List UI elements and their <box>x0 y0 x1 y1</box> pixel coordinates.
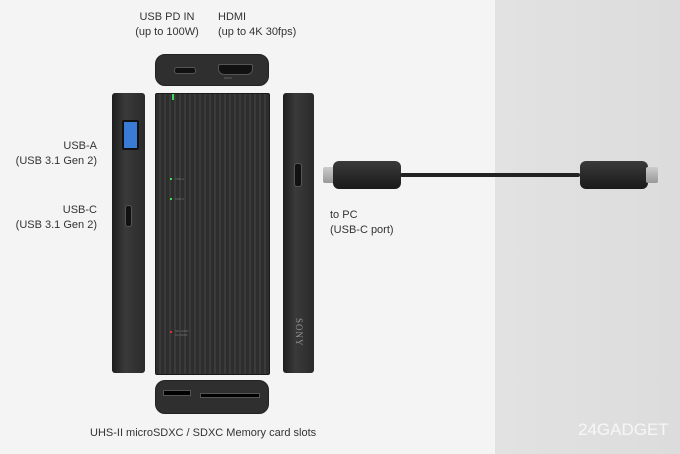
cable-wire <box>400 173 580 177</box>
bottom-edge-view <box>155 380 269 414</box>
sd-access-label: SD CARD ACCESS <box>175 329 189 337</box>
usb-a-port <box>122 120 139 150</box>
hdmi-marking: HDMI <box>224 76 232 80</box>
hdmi-port <box>218 64 253 75</box>
usb-a-led <box>170 178 172 180</box>
sd-slot <box>200 393 260 398</box>
usb-pd-in-detail: (up to 100W) <box>135 26 199 38</box>
left-plug-tip <box>323 167 335 183</box>
left-side-view <box>112 93 145 373</box>
usb-a-label: USB-A (USB 3.1 Gen 2) <box>16 139 97 169</box>
left-connector <box>333 161 401 189</box>
usb-a-title: USB-A <box>63 140 97 152</box>
device-body: USB-A USB-C SD CARD ACCESS <box>155 93 270 375</box>
to-pc-title: to PC <box>330 209 358 221</box>
usb-c-label: USB-C (USB 3.1 Gen 2) <box>16 203 97 233</box>
hdmi-label: HDMI (up to 4K 30fps) <box>218 10 296 40</box>
right-background <box>495 0 680 454</box>
usb-c-host-port <box>294 163 302 187</box>
usb-c-detail: (USB 3.1 Gen 2) <box>15 219 97 231</box>
usb-a-indicator-label: USB-A <box>175 177 185 181</box>
card-slots-label: UHS-II microSDXC / SDXC Memory card slot… <box>90 427 317 439</box>
right-connector <box>580 161 648 189</box>
usb-pd-in-title: USB PD IN <box>139 11 195 23</box>
to-pc-detail: (USB-C port) <box>330 224 394 236</box>
usb-c-indicator-label: USB-C <box>175 197 185 201</box>
right-side-view: SONY <box>283 93 314 373</box>
top-edge-view: HDMI <box>155 54 269 86</box>
usb-pd-in-label: USB PD IN (up to 100W) <box>115 10 219 40</box>
microsd-slot <box>163 390 191 396</box>
hdmi-title: HDMI <box>218 11 247 23</box>
usb-c-led <box>170 198 172 200</box>
usb-pd-port <box>174 67 196 74</box>
usb-c-port <box>125 205 132 227</box>
sd-access-led <box>170 331 172 333</box>
usb-c-title: USB-C <box>62 204 97 216</box>
hdmi-detail: (up to 4K 30fps) <box>218 26 297 38</box>
right-plug-tip <box>646 167 658 183</box>
sony-logo: SONY <box>294 318 304 347</box>
watermark: 24GADGET <box>578 420 669 439</box>
to-pc-label: to PC (USB-C port) <box>330 208 394 238</box>
power-led <box>172 94 174 100</box>
usb-a-detail: (USB 3.1 Gen 2) <box>15 155 97 167</box>
